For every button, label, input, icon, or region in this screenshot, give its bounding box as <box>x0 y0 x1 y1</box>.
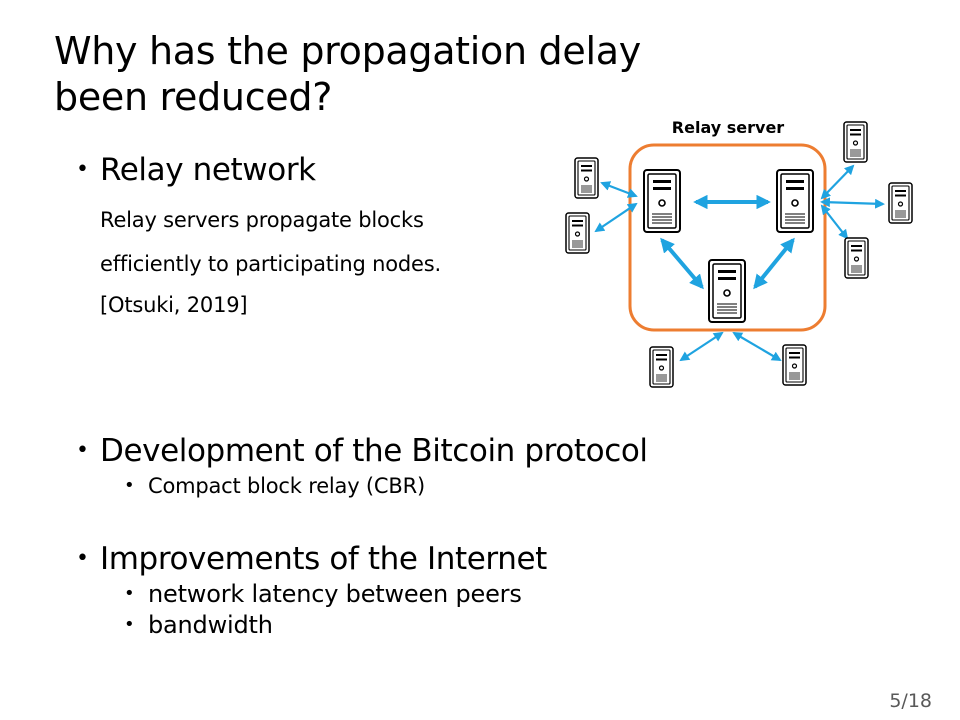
title-line-1: Why has the propagation delay <box>54 29 641 73</box>
arrow-node-bottom-left <box>679 331 724 362</box>
relay-citation: [Otsuki, 2019] <box>100 293 248 317</box>
page-number: 5/18 <box>889 690 932 712</box>
sub-bullet-dot: • <box>124 583 135 604</box>
arrow-node-left-bottom <box>594 202 638 233</box>
sub-item-text: Compact block relay (CBR) <box>148 474 425 498</box>
relay-server-icon-left <box>643 169 681 233</box>
sub-item-text: network latency between peers <box>148 580 522 608</box>
title-line-2: been reduced? <box>54 75 333 119</box>
bullet-dot: • <box>76 438 89 463</box>
bullet-dot: • <box>76 157 89 182</box>
node-server-icon-bottom-right <box>782 344 807 386</box>
relay-desc-line-1: Relay servers propagate blocks <box>100 208 424 232</box>
arrow-node-right-bottom <box>820 204 849 240</box>
relay-server-icon-bottom <box>708 259 746 323</box>
bullet-text: Improvements of the Internet <box>100 541 547 577</box>
node-server-icon-right-mid <box>888 182 913 224</box>
node-server-icon-left-top <box>574 157 599 199</box>
node-server-icon-right-bottom <box>844 237 869 279</box>
node-server-icon-left-bottom <box>565 212 590 254</box>
arrow-node-right-mid <box>820 197 885 209</box>
sub-bullet-dot: • <box>124 475 135 496</box>
arrow-node-left-top <box>600 181 638 198</box>
relay-links <box>660 194 795 290</box>
bullet-text: Development of the Bitcoin protocol <box>100 433 648 469</box>
node-server-icon-bottom-left <box>649 346 674 388</box>
relay-desc-line-2: efficiently to participating nodes. <box>100 252 441 276</box>
arrow-relay-left <box>660 237 704 290</box>
bullet-dot: • <box>76 546 89 571</box>
bullet-text: Relay network <box>100 152 316 188</box>
arrow-node-bottom-right <box>732 331 782 362</box>
arrow-relay-right <box>753 237 795 290</box>
sub-bullet-dot: • <box>124 614 135 635</box>
relay-server-icon-right <box>776 169 814 233</box>
sub-item-text: bandwidth <box>148 611 273 639</box>
relay-server-label: Relay server <box>672 118 785 137</box>
relay-network-diagram: Relay server <box>565 118 913 388</box>
node-links <box>594 164 885 362</box>
slide-title: Why has the propagation delay been reduc… <box>54 28 674 120</box>
node-server-icon-right-top <box>843 121 868 163</box>
arrow-node-right-top <box>820 164 855 200</box>
